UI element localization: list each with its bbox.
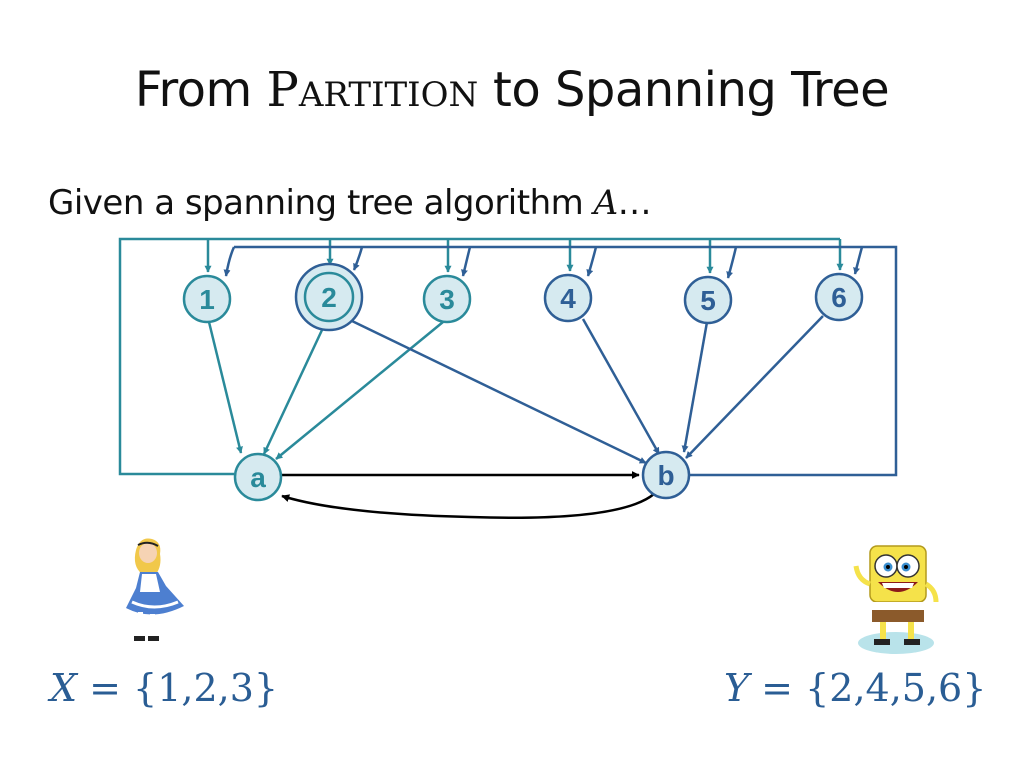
node-3-label: 3: [439, 284, 455, 315]
drop-edge-b-6: [853, 246, 864, 275]
node-2-label: 2: [321, 282, 337, 313]
drop-edge-b-1: [223, 246, 236, 277]
set-x-value: = {1,2,3}: [77, 666, 279, 710]
edge-1-to-a: [207, 321, 243, 454]
node-b: b: [641, 450, 691, 500]
node-1-label: 1: [199, 284, 215, 315]
subtitle-variable: A: [593, 183, 619, 223]
drop-edge-b-4: [586, 246, 598, 277]
node-a: a: [233, 452, 283, 502]
slide-subtitle: Given a spanning tree algorithm A…: [48, 183, 652, 223]
loop-edge-a: [118, 237, 840, 476]
drop-edge-b-5: [726, 246, 738, 279]
set-y-value: = {2,4,5,6}: [749, 666, 987, 710]
title-suffix: to Spanning Tree: [478, 62, 890, 118]
node-6-label: 6: [831, 282, 847, 313]
node-4-label: 4: [560, 283, 576, 314]
edge-3-to-a: [275, 321, 444, 460]
drop-edge-b-2: [352, 246, 364, 271]
node-a-label: a: [250, 462, 266, 493]
set-x-name: X: [50, 666, 78, 710]
edge-2-to-a: [262, 329, 324, 455]
node-3: 3: [422, 274, 472, 324]
loop-edge-b: [234, 245, 898, 477]
title-smallcaps-word: Partition: [266, 62, 479, 118]
alice-figure: [126, 538, 184, 641]
spongebob-figure: [853, 545, 939, 654]
edge-b-to-a: [281, 493, 655, 520]
node-6: 6: [814, 272, 864, 322]
node-b-label: b: [657, 460, 674, 491]
node-2: 2: [294, 262, 364, 332]
node-1: 1: [182, 274, 232, 324]
drop-edge-b-3: [461, 246, 472, 277]
node-5: 5: [683, 275, 733, 325]
set-y-name: Y: [724, 666, 750, 710]
node-4: 4: [543, 273, 593, 323]
set-y-label: Y = {2,4,5,6}: [724, 666, 986, 710]
set-x-label: X = {1,2,3}: [50, 666, 278, 710]
edge-6-to-b: [685, 315, 824, 459]
edge-4-to-b: [581, 318, 661, 455]
title-prefix: From: [134, 62, 267, 118]
edge-5-to-b: [681, 321, 709, 453]
edge-2-to-b: [351, 319, 647, 465]
node-5-label: 5: [700, 285, 716, 316]
subtitle-ellipsis: …: [617, 183, 652, 223]
subtitle-text: Given a spanning tree algorithm: [48, 183, 594, 223]
slide-title: From Partition to Spanning Tree: [0, 62, 1024, 118]
